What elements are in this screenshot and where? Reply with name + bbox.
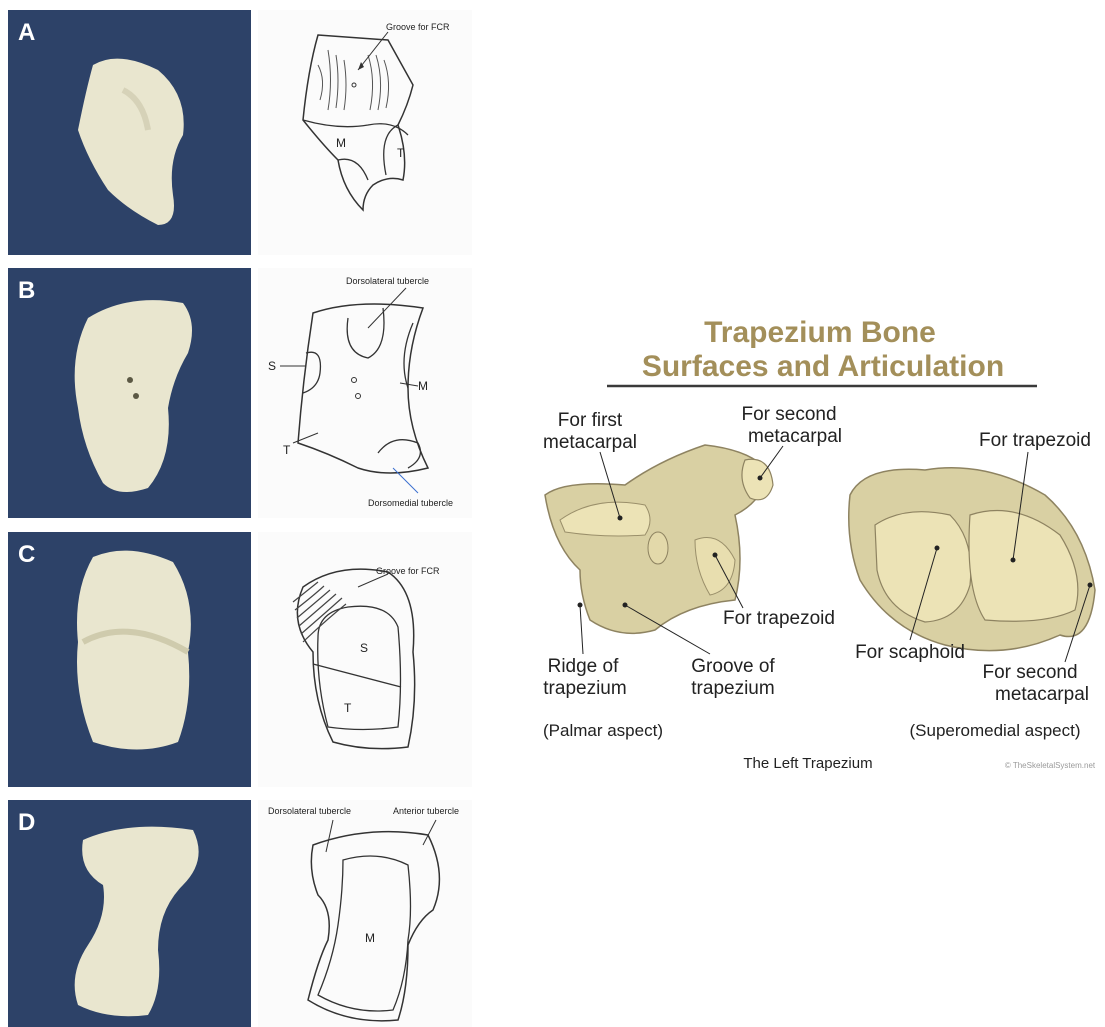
superomedial-second-meta-1: For second — [982, 662, 1077, 683]
label-dorsomedial-tubercle: Dorsomedial tubercle — [368, 498, 453, 508]
palmar-second-meta-2: metacarpal — [748, 426, 842, 447]
label-s: S — [360, 641, 368, 655]
label-m: M — [336, 136, 346, 150]
superomedial-aspect: (Superomedial aspect) — [909, 721, 1080, 740]
label-t: T — [397, 146, 405, 160]
photo-d: D — [8, 800, 251, 1027]
palmar-aspect: (Palmar aspect) — [543, 721, 663, 740]
credit-watermark: © TheSkeletalSystem.net — [1005, 761, 1096, 770]
drawing-d: Dorsolateral tubercle Anterior tubercle … — [258, 800, 472, 1027]
label-groove-fcr: Groove for FCR — [386, 22, 450, 32]
palmar-groove-1: Groove of — [691, 656, 775, 677]
label-dorsolateral-tubercle: Dorsolateral tubercle — [346, 276, 429, 286]
figure-caption: The Left Trapezium — [743, 755, 872, 772]
label-s: S — [268, 359, 276, 373]
photo-b: B — [8, 268, 251, 518]
photo-c: C — [8, 532, 251, 787]
trapezium-infographic: Trapezium Bone Surfaces and Articulation… — [505, 300, 1105, 780]
label-m: M — [418, 379, 428, 393]
palmar-first-meta-2: metacarpal — [543, 432, 637, 453]
drawing-c: Groove for FCR S T — [258, 532, 472, 787]
superomedial-second-meta-2: metacarpal — [995, 684, 1089, 705]
title-line-1: Trapezium Bone — [704, 316, 936, 349]
panel-letter: A — [18, 19, 35, 46]
label-t: T — [344, 701, 352, 715]
label-dorsolateral-tubercle: Dorsolateral tubercle — [268, 806, 351, 816]
palmar-second-meta-1: For second — [741, 404, 836, 425]
label-m: M — [365, 931, 375, 945]
title-line-2: Surfaces and Articulation — [642, 350, 1004, 383]
palmar-ridge-2: trapezium — [543, 678, 626, 699]
photo-a: A — [8, 10, 251, 255]
label-groove-fcr: Groove for FCR — [376, 566, 440, 576]
drawing-a: Groove for FCR M T — [258, 10, 472, 255]
panel-letter: C — [18, 541, 35, 568]
superomedial-trapezoid: For trapezoid — [979, 430, 1091, 451]
palmar-ridge-1: Ridge of — [548, 656, 619, 677]
label-anterior-tubercle: Anterior tubercle — [393, 806, 459, 816]
superomedial-bone — [849, 468, 1095, 651]
superomedial-scaphoid: For scaphoid — [855, 642, 965, 663]
panel-letter: B — [18, 277, 35, 304]
drawing-b: Dorsolateral tubercle S M T Dorsomedial … — [258, 268, 472, 518]
palmar-trapezoid: For trapezoid — [723, 608, 835, 629]
palmar-first-meta-1: For first — [558, 410, 623, 431]
label-t: T — [283, 443, 291, 457]
palmar-groove-2: trapezium — [691, 678, 774, 699]
panel-letter: D — [18, 809, 35, 836]
